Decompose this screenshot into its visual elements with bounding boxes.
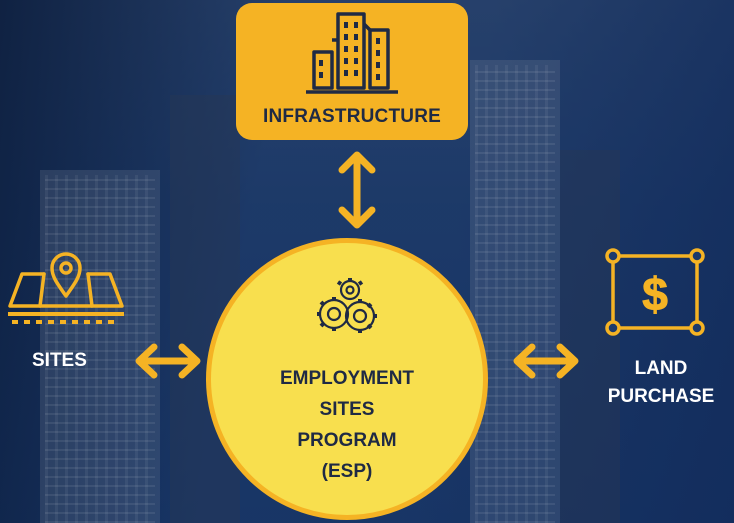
background-building [560, 150, 620, 523]
infrastructure-box [236, 3, 468, 140]
background-windows [475, 65, 555, 523]
gears-icon [317, 278, 377, 333]
svg-text:$: $ [642, 268, 668, 320]
land-purchase-line1: LAND [634, 358, 688, 379]
esp-center-circle [206, 238, 488, 520]
vertical-double-arrow [338, 151, 376, 229]
background-building [40, 170, 160, 523]
dollar-frame-icon: $ [605, 248, 705, 336]
infrastructure-label: INFRASTRUCTURE [262, 106, 441, 127]
map-pin-road-icon [8, 252, 124, 324]
esp-center-label: EMPLOYMENT SITES PROGRAM (ESP) [236, 363, 458, 487]
background-windows [45, 175, 155, 523]
sites-label: SITES [32, 350, 87, 371]
esp-line-sites: SITES [319, 399, 375, 420]
left-double-arrow [135, 343, 201, 379]
esp-line-employment: EMPLOYMENT [279, 368, 415, 389]
city-buildings-icon [306, 12, 398, 94]
esp-line-program: PROGRAM [297, 430, 397, 451]
land-purchase-label: LAND PURCHASE [588, 355, 734, 411]
background-building [470, 60, 560, 523]
esp-line-abbrev: (ESP) [321, 461, 373, 482]
right-double-arrow [513, 343, 579, 379]
land-purchase-line2: PURCHASE [607, 386, 715, 407]
